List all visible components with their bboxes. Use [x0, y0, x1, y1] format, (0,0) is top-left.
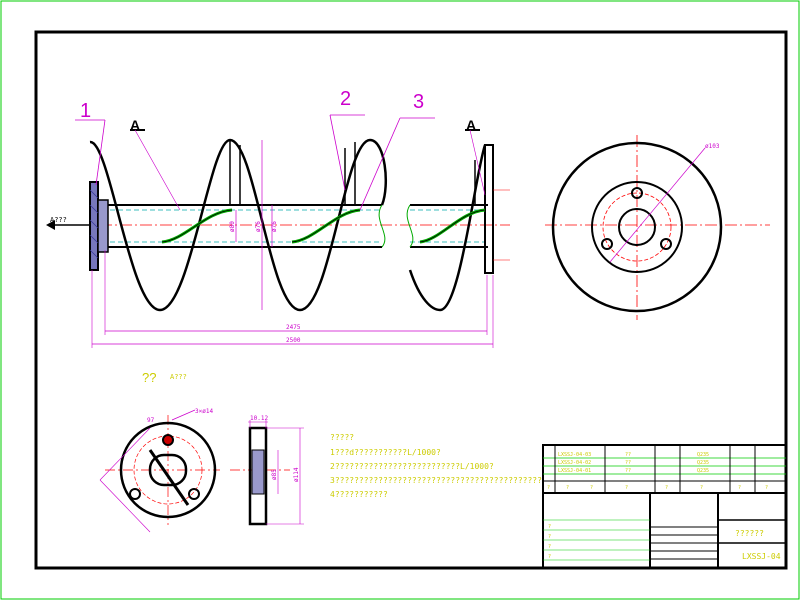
- header-cell-6: ?: [700, 485, 703, 491]
- dim-diameter-a: ø80: [229, 221, 236, 232]
- part-mat-2: Q235: [697, 460, 709, 466]
- header-cell-3: ?: [590, 485, 593, 491]
- title-block: LXSSJ-04-03 LXSSJ-04-02 LXSSJ-04-01 ?? ?…: [542, 444, 787, 569]
- header-cell-8: ?: [765, 485, 768, 491]
- note-line-2: 2??????????????????????????L/1000?: [330, 462, 494, 471]
- drawing-name: ??????: [735, 529, 764, 538]
- right-flange: [484, 144, 494, 274]
- part-name-2: ??: [625, 460, 631, 466]
- flange-section: 10.12 ø85 ø114: [230, 415, 304, 526]
- dim-screw-length: 2475: [286, 324, 301, 331]
- flange-view: 3×ø14 97: [99, 408, 220, 533]
- screw-main-view: A??? 2475 2500 ø80 ø76 ø76 1 2 3 A A: [46, 88, 510, 348]
- part-code-3: LXSSJ-04-01: [558, 468, 591, 474]
- section-mark-left: A: [130, 117, 140, 133]
- dim-flange-hole: 3×ø14: [195, 408, 213, 415]
- section-mark-right: A: [466, 117, 476, 133]
- dim-diameter-b: ø76: [255, 221, 262, 232]
- dim-bolt-circle: ø103: [705, 143, 720, 150]
- screw-flight: [89, 138, 388, 312]
- part-mat-1: Q235: [697, 452, 709, 458]
- part-name-3: ??: [625, 468, 631, 474]
- callout-1: 1: [80, 100, 91, 122]
- header-cell-5: ?: [665, 485, 668, 491]
- dim-flange-dia2: ø114: [293, 467, 300, 482]
- header-cell-4: ?: [625, 485, 628, 491]
- small-cell-4: ?: [548, 554, 551, 560]
- arrow-note: A???: [50, 216, 67, 224]
- view-label-small: A???: [170, 373, 187, 381]
- view-label: ??: [142, 370, 156, 385]
- dim-overall-length: 2500: [286, 337, 301, 344]
- end-view: ø103: [545, 135, 770, 320]
- note-line-3: 3???????????????????????????????????????…: [330, 476, 542, 485]
- callout-3: 3: [413, 91, 424, 113]
- drawing-number: LXSSJ-04: [742, 552, 781, 561]
- dim-flange-dia1: ø85: [271, 469, 278, 480]
- small-cell-1: ?: [548, 524, 551, 530]
- note-line-1: 1???d???????????L/1000?: [330, 448, 441, 457]
- drawing-border: [34, 30, 788, 570]
- part-code-1: LXSSJ-04-03: [558, 452, 591, 458]
- callout-2: 2: [340, 88, 351, 110]
- header-cell-2: ?: [566, 485, 569, 491]
- dim-angle: 97: [147, 417, 155, 424]
- dim-diameter-c: ø76: [271, 221, 278, 232]
- notes-title: ?????: [330, 433, 354, 442]
- note-line-4: 4???????????: [330, 490, 388, 499]
- part-name-1: ??: [625, 452, 631, 458]
- small-cell-2: ?: [548, 534, 551, 540]
- technical-notes: ????? 1???d???????????L/1000? 2?????????…: [330, 433, 542, 499]
- part-mat-3: Q235: [697, 468, 709, 474]
- small-cell-3: ?: [548, 544, 551, 550]
- part-code-2: LXSSJ-04-02: [558, 460, 591, 466]
- header-cell-7: ?: [738, 485, 741, 491]
- header-cell-1: ?: [547, 485, 550, 491]
- dim-flange-width: 10.12: [250, 415, 268, 422]
